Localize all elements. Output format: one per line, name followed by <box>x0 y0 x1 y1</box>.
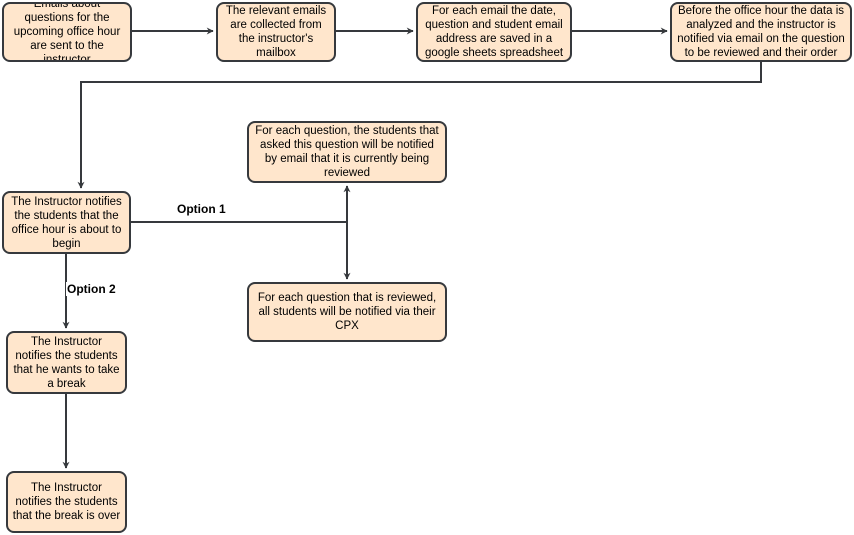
node-emails-sent: Emails about questions for the upcoming … <box>2 2 132 62</box>
edge-label-option-2: Option 2 <box>66 282 117 296</box>
node-data-saved: For each email the date, question and st… <box>416 2 572 62</box>
node-office-hour-begin: The Instructor notifies the students tha… <box>2 191 131 254</box>
edge-label-option-1: Option 1 <box>177 202 226 216</box>
node-break-over: The Instructor notifies the students tha… <box>6 471 127 533</box>
node-email-notification: For each question, the students that ask… <box>247 121 447 183</box>
node-break-start: The Instructor notifies the students tha… <box>6 331 127 394</box>
node-cpx-notification: For each question that is reviewed, all … <box>247 282 447 342</box>
edge-n4-n5 <box>77 62 762 189</box>
node-emails-collected: The relevant emails are collected from t… <box>216 2 336 62</box>
node-data-analyzed: Before the office hour the data is analy… <box>670 2 852 62</box>
